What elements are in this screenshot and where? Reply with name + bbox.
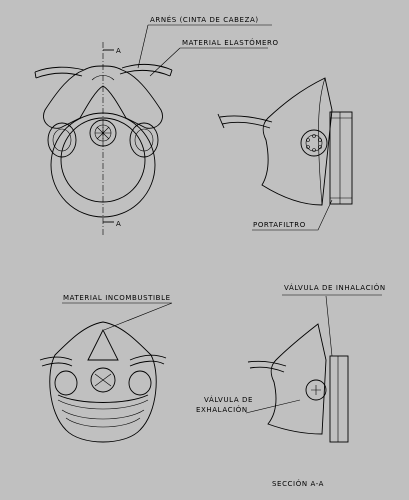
right-cartridge <box>129 122 159 158</box>
side-inhalation-valve <box>300 129 328 157</box>
nose-bridge <box>91 75 115 81</box>
leader-filter-holder <box>252 199 333 231</box>
section-filter-holder <box>329 355 349 443</box>
section-marker-top: A <box>116 47 121 55</box>
label-nonflammable: MATERIAL INCOMBUSTIBLE <box>63 294 171 302</box>
top-view-respirator <box>39 321 167 443</box>
top-mask-shell <box>49 321 157 443</box>
leader-harness <box>137 24 272 69</box>
label-exhalation-valve-line2: EXHALACIÓN <box>196 405 248 414</box>
label-elastomer: MATERIAL ELASTÓMERO <box>182 38 279 47</box>
leader-nonflammable <box>62 302 173 331</box>
label-exhalation-valve-line1: VÁLVULA DE <box>204 395 253 404</box>
section-a-a-view <box>247 323 349 443</box>
section-title: SECCIÓN A-A <box>272 479 324 488</box>
side-filter-holder <box>329 111 353 205</box>
section-exhalation-valve <box>305 379 327 401</box>
label-harness: ARNÉS (CINTA DE CABEZA) <box>150 15 259 24</box>
leader-inhalation <box>282 294 382 357</box>
top-nose-piece <box>87 328 119 361</box>
leader-exhalation <box>245 399 301 414</box>
section-mask-shell <box>267 323 327 435</box>
top-left-cartridge <box>54 370 78 396</box>
left-cartridge <box>47 122 77 158</box>
right-strap <box>119 63 173 77</box>
section-strap <box>247 360 287 373</box>
face-seal-inner <box>60 117 146 203</box>
side-strap <box>219 115 273 129</box>
side-shell-edge <box>318 77 326 206</box>
leader-elastomer <box>149 47 268 77</box>
side-mask-shell <box>261 77 333 206</box>
top-mid-band <box>57 394 149 403</box>
top-right-cartridge <box>128 370 152 396</box>
top-exhalation-valve <box>90 367 116 393</box>
label-filter-holder: PORTAFILTRO <box>253 221 306 229</box>
face-seal-outer <box>50 112 156 218</box>
label-inhalation-valve: VÁLVULA DE INHALACIÓN <box>284 283 386 292</box>
side-view-respirator <box>217 77 353 206</box>
section-marker-bottom: A <box>116 220 121 228</box>
top-left-strap <box>39 356 73 367</box>
front-exhalation-valve <box>89 119 117 147</box>
left-strap <box>34 66 85 79</box>
front-view-respirator <box>34 42 173 235</box>
top-right-strap <box>129 354 167 367</box>
